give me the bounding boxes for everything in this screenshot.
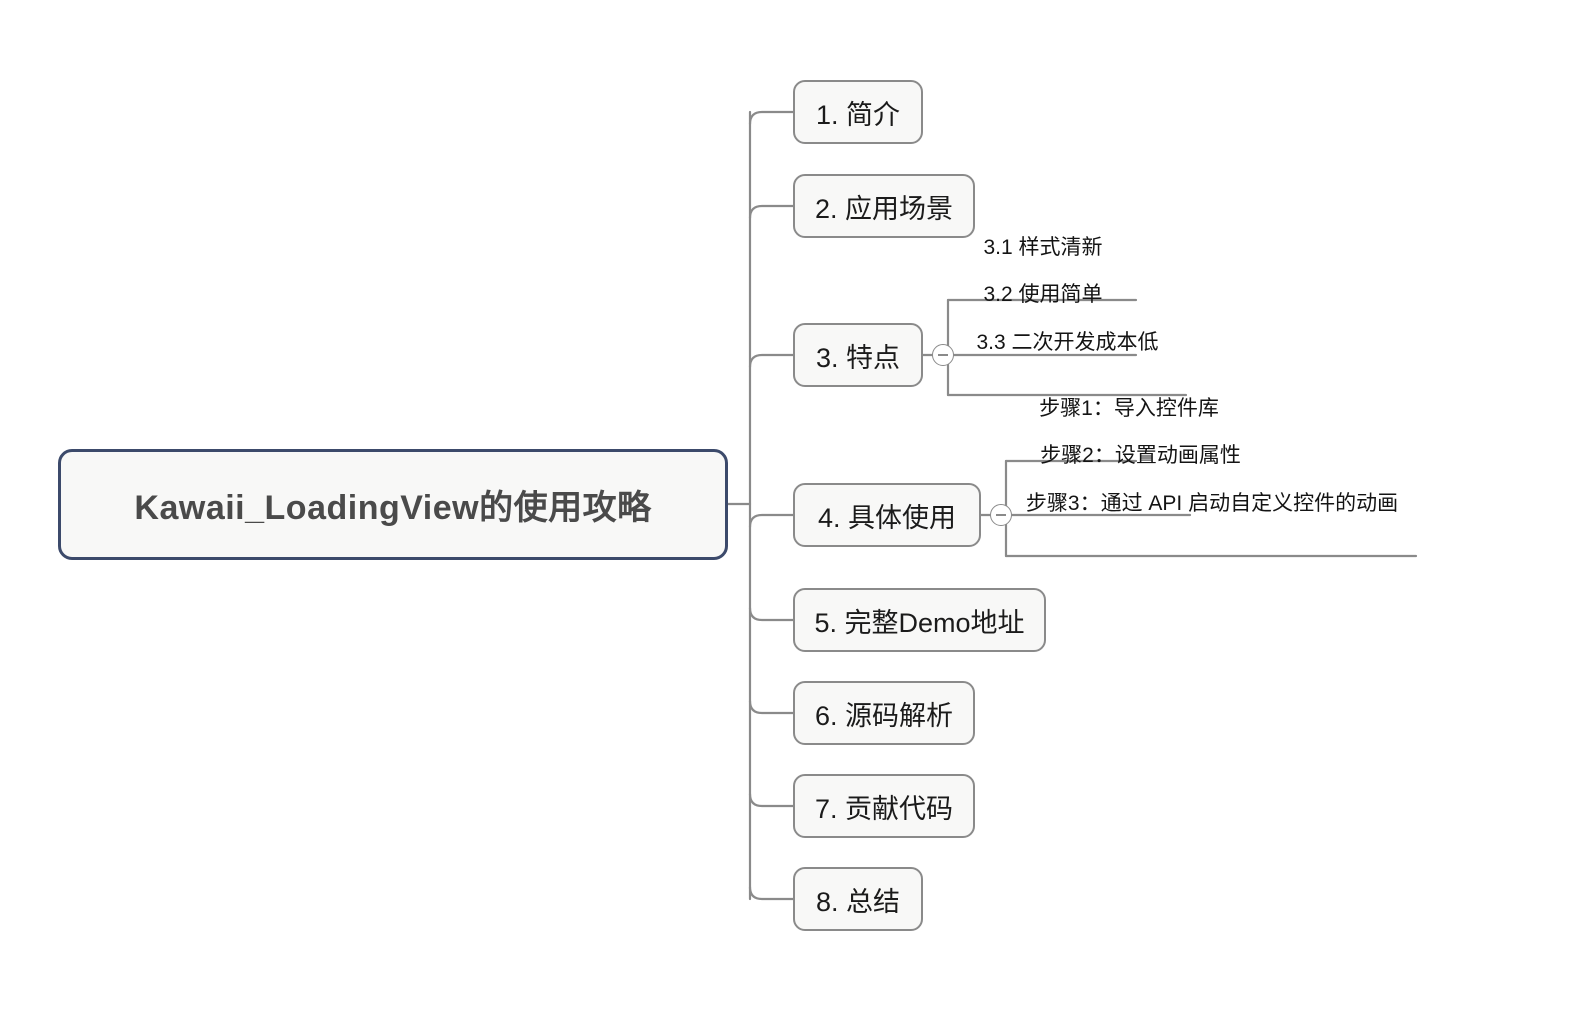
wire-to-b4 [748, 513, 795, 529]
branch-node-8[interactable]: 8. 总结 [793, 867, 923, 931]
wire-to-b6 [748, 699, 795, 715]
collapse-toggle-minus-icon[interactable] [990, 504, 1012, 526]
leaf-node-4-1[interactable]: 步骤1：导入控件库 [1039, 397, 1219, 420]
wire-to-b8 [748, 885, 795, 901]
branch-node-6[interactable]: 6. 源码解析 [793, 681, 975, 745]
minus-icon [938, 354, 948, 356]
leaf-node-3-2[interactable]: 3.2 使用简单 [983, 283, 1103, 306]
branch-node-2[interactable]: 2. 应用场景 [793, 174, 975, 238]
leaf-node-4-2[interactable]: 步骤2：设置动画属性 [1040, 444, 1241, 467]
branch-node-1[interactable]: 1. 简介 [793, 80, 923, 144]
branch-node-5[interactable]: 5. 完整Demo地址 [793, 588, 1046, 652]
leaf-node-3-1[interactable]: 3.1 样式清新 [983, 236, 1103, 259]
root-node[interactable]: Kawaii_LoadingView的使用攻略 [58, 449, 728, 560]
leaf-node-4-3[interactable]: 步骤3：通过 API 启动自定义控件的动画 [1025, 492, 1399, 515]
branch-node-7[interactable]: 7. 贡献代码 [793, 774, 975, 838]
wire-to-b3 [748, 353, 795, 369]
minus-icon [996, 514, 1006, 516]
wire-to-b2 [748, 204, 795, 220]
wire-to-b7 [748, 792, 795, 808]
branch-node-3[interactable]: 3. 特点 [793, 323, 923, 387]
leaf-node-3-3[interactable]: 3.3 二次开发成本低 [976, 331, 1159, 354]
collapse-toggle-minus-icon[interactable] [932, 344, 954, 366]
branch-node-4[interactable]: 4. 具体使用 [793, 483, 981, 547]
wire-to-b1 [748, 110, 795, 126]
wire-to-b5 [748, 606, 795, 622]
